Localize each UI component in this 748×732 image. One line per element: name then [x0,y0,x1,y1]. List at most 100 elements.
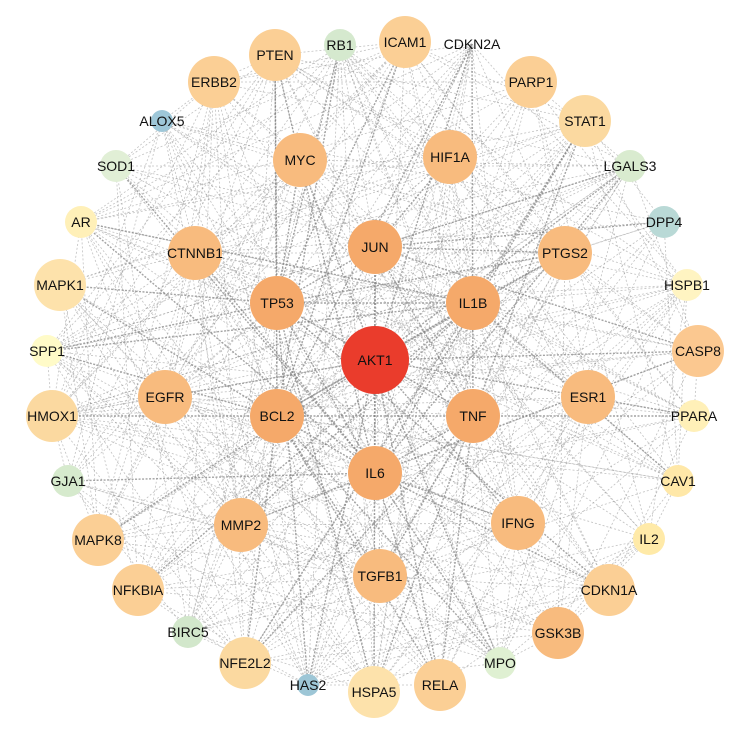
edge-cdkn2a-erbb2 [213,43,473,83]
node-jun[interactable]: JUN [348,220,402,274]
node-tnf[interactable]: TNF [446,389,500,443]
node-circle-pten[interactable] [249,29,301,81]
node-circle-hspb1[interactable] [671,269,703,301]
node-cdkn1a[interactable]: CDKN1A [581,564,638,616]
node-circle-lgals3[interactable] [614,150,646,182]
node-circle-egfr[interactable] [138,370,192,424]
node-mmp2[interactable]: MMP2 [214,498,268,552]
node-circle-nfe2l2[interactable] [219,637,271,689]
node-erbb2[interactable]: ERBB2 [188,56,240,108]
node-dpp4[interactable]: DPP4 [646,206,683,238]
node-nfe2l2[interactable]: NFE2L2 [219,637,271,689]
node-circle-has2[interactable] [297,674,319,696]
node-casp8[interactable]: CASP8 [672,325,724,377]
node-parp1[interactable]: PARP1 [505,56,557,108]
edge-icam1-ppara [404,41,695,417]
node-circle-spp1[interactable] [31,335,63,367]
node-mapk8[interactable]: MAPK8 [72,514,124,566]
node-circle-tnf[interactable] [446,389,500,443]
node-circle-jun[interactable] [348,220,402,274]
edge-egfr-il2 [164,396,650,540]
node-hspa5[interactable]: HSPA5 [348,666,400,718]
node-circle-rb1[interactable] [324,29,356,61]
node-bcl2[interactable]: BCL2 [250,389,304,443]
node-myc[interactable]: MYC [273,133,327,187]
node-birc5[interactable]: BIRC5 [167,616,209,648]
node-circle-gja1[interactable] [52,465,84,497]
node-icam1[interactable]: ICAM1 [379,16,431,68]
node-circle-casp8[interactable] [672,325,724,377]
node-circle-nfkbia[interactable] [112,564,164,616]
node-gsk3b[interactable]: GSK3B [532,607,584,659]
node-circle-ifng[interactable] [491,496,545,550]
node-hif1a[interactable]: HIF1A [423,130,477,184]
node-mapk1[interactable]: MAPK1 [34,259,86,311]
node-circle-ar[interactable] [65,206,97,238]
node-circle-alox5[interactable] [151,110,173,132]
node-circle-parp1[interactable] [505,56,557,108]
node-ptgs2[interactable]: PTGS2 [538,226,592,280]
node-circle-esr1[interactable] [561,370,615,424]
node-lgals3[interactable]: LGALS3 [604,150,657,182]
node-circle-il1b[interactable] [446,276,500,330]
node-circle-bcl2[interactable] [250,389,304,443]
node-gja1[interactable]: GJA1 [50,465,86,497]
node-tp53[interactable]: TP53 [250,276,304,330]
node-circle-ptgs2[interactable] [538,226,592,280]
node-circle-erbb2[interactable] [188,56,240,108]
node-circle-gsk3b[interactable] [532,607,584,659]
node-rela[interactable]: RELA [414,659,466,711]
edge-tgfb1-hspb1 [379,284,688,577]
node-rb1[interactable]: RB1 [324,29,356,61]
node-circle-stat1[interactable] [559,95,611,147]
node-il6[interactable]: IL6 [348,446,402,500]
node-spp1[interactable]: SPP1 [29,335,65,367]
edge-nfe2l2-erbb2 [213,81,246,664]
node-akt1[interactable]: AKT1 [341,326,409,394]
node-circle-mapk8[interactable] [72,514,124,566]
node-hspb1[interactable]: HSPB1 [664,269,710,301]
node-circle-tp53[interactable] [250,276,304,330]
node-circle-rela[interactable] [414,659,466,711]
node-has2[interactable]: HAS2 [290,674,327,696]
node-circle-ppara[interactable] [678,400,710,432]
node-pten[interactable]: PTEN [249,29,301,81]
node-ctnnb1[interactable]: CTNNB1 [167,226,223,280]
node-circle-sod1[interactable] [100,150,132,182]
node-circle-icam1[interactable] [379,16,431,68]
node-hmox1[interactable]: HMOX1 [26,390,78,442]
node-circle-cdkn1a[interactable] [583,564,635,616]
node-ar[interactable]: AR [65,206,97,238]
node-circle-hif1a[interactable] [423,130,477,184]
node-egfr[interactable]: EGFR [138,370,192,424]
node-circle-mapk1[interactable] [34,259,86,311]
node-tgfb1[interactable]: TGFB1 [353,549,407,603]
node-circle-ctnnb1[interactable] [168,226,222,280]
node-esr1[interactable]: ESR1 [561,370,615,424]
node-circle-dpp4[interactable] [648,206,680,238]
node-circle-mmp2[interactable] [214,498,268,552]
node-ifng[interactable]: IFNG [491,496,545,550]
node-circle-hmox1[interactable] [26,390,78,442]
node-circle-myc[interactable] [273,133,327,187]
node-circle-il2[interactable] [633,523,665,555]
node-il1b[interactable]: IL1B [446,276,500,330]
node-circle-tgfb1[interactable] [353,549,407,603]
edge-mmp2-spp1 [46,350,242,526]
edge-tp53-has2 [276,302,309,686]
node-circle-akt1[interactable] [341,326,409,394]
node-circle-cav1[interactable] [662,465,694,497]
edge-myc-cdkn1a [299,159,610,591]
edge-parp1-ar [80,81,532,223]
node-circle-mpo[interactable] [484,647,516,679]
node-circle-hspa5[interactable] [348,666,400,718]
edge-cdkn2a-nfkbia [137,43,473,591]
node-circle-birc5[interactable] [172,616,204,648]
node-il2[interactable]: IL2 [633,523,665,555]
edge-hspa5-ar [80,221,375,693]
node-nfkbia[interactable]: NFKBIA [112,564,164,616]
node-mpo[interactable]: MPO [484,647,516,679]
node-circle-il6[interactable] [348,446,402,500]
edge-has2-alox5 [161,120,309,686]
node-stat1[interactable]: STAT1 [559,95,611,147]
